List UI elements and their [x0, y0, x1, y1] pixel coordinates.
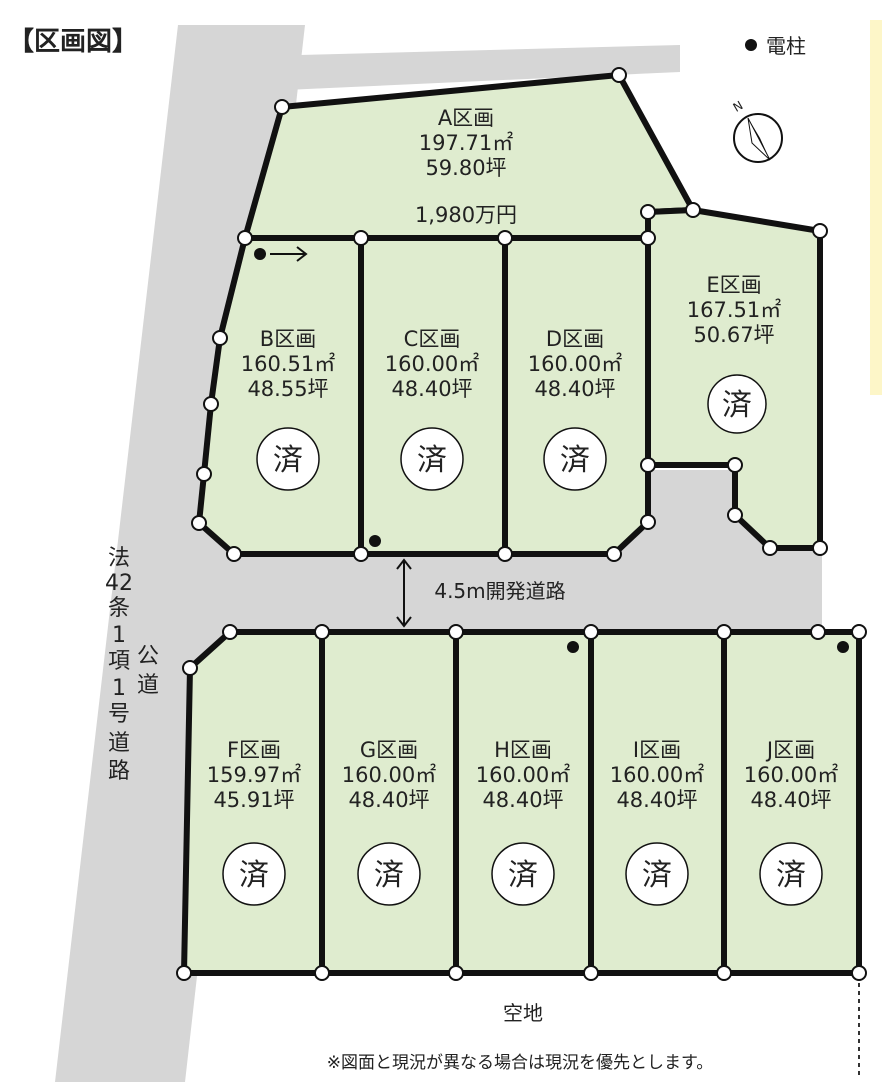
lot-e-area: 167.51㎡ [687, 298, 781, 322]
compass-north-label: N [731, 98, 746, 115]
sold-badge [222, 842, 286, 906]
footnote: ※図面と現況が異なる場合は現況を優先とします。 [327, 1053, 714, 1073]
page-title: 【区画図】 [8, 27, 138, 57]
lot-f-tsubo: 45.91坪 [213, 788, 294, 812]
lot-g-name: G区画 [360, 738, 418, 762]
sold-badge [707, 374, 767, 434]
lot-a-name: A区画 [438, 106, 494, 130]
lot-c-tsubo: 48.40坪 [391, 377, 472, 401]
lot-h-tsubo: 48.40坪 [482, 788, 563, 812]
vacant-land-label: 空地 [503, 1001, 543, 1025]
utility-pole [837, 641, 849, 653]
accent-strip [870, 20, 882, 395]
lot-d-name: D区画 [546, 327, 604, 351]
svg-text:法: 法 [108, 546, 130, 571]
road-width-arrow-icon [396, 558, 412, 628]
lot-f[interactable] [181, 629, 325, 976]
lot-e-name: E区画 [706, 273, 761, 297]
lot-g-tsubo: 48.40坪 [348, 788, 429, 812]
utility-pole [369, 535, 381, 547]
utility-pole [254, 248, 266, 260]
svg-text:道: 道 [137, 673, 159, 698]
sold-badge [256, 427, 320, 491]
lot-f-area: 159.97㎡ [207, 763, 301, 787]
svg-text:公: 公 [137, 644, 159, 669]
lot-b-area: 160.51㎡ [241, 352, 335, 376]
svg-text:1: 1 [112, 623, 126, 648]
lot-b-name: B区画 [260, 327, 316, 351]
lot-c-name: C区画 [404, 327, 461, 351]
svg-text:路: 路 [108, 759, 130, 784]
svg-text:42: 42 [105, 571, 133, 596]
svg-text:1: 1 [112, 676, 126, 701]
sold-mark: 済 [642, 858, 672, 893]
development-road-label: 4.5m開発道路 [434, 579, 565, 603]
public-road-label: 法 42 条 1 項 1 号 道 路 公 道 [105, 546, 159, 784]
sold-badge [357, 842, 421, 906]
lot-j-tsubo: 48.40坪 [750, 788, 831, 812]
sold-mark: 済 [776, 858, 806, 893]
lot-d[interactable] [502, 235, 651, 557]
lot-i-name: I区画 [633, 738, 681, 762]
lot-j-area: 160.00㎡ [744, 763, 838, 787]
sold-mark: 済 [508, 858, 538, 893]
lot-a-area: 197.71㎡ [419, 131, 513, 155]
sold-mark: 済 [722, 388, 752, 423]
sold-mark: 済 [560, 443, 590, 478]
sold-badge [759, 842, 823, 906]
svg-text:条: 条 [108, 596, 130, 621]
lot-j-name: J区画 [765, 738, 815, 762]
boundary-markers [176, 67, 867, 981]
sold-badge [491, 842, 555, 906]
lot-i-area: 160.00㎡ [610, 763, 704, 787]
sold-badge [625, 842, 689, 906]
lot-i-tsubo: 48.40坪 [616, 788, 697, 812]
lot-h-area: 160.00㎡ [476, 763, 570, 787]
legend-pole-icon [745, 39, 757, 51]
lot-f-name: F区画 [227, 738, 281, 762]
lot-c-area: 160.00㎡ [385, 352, 479, 376]
lot-a-tsubo: 59.80坪 [425, 156, 506, 180]
lot-e-tsubo: 50.67坪 [693, 323, 774, 347]
sold-mark: 済 [239, 858, 269, 893]
lot-d-area: 160.00㎡ [528, 352, 622, 376]
svg-text:道: 道 [108, 731, 130, 756]
lot-a-price: 1,980万円 [415, 203, 517, 227]
sold-badge [543, 427, 607, 491]
utility-pole [567, 641, 579, 653]
lot-d-tsubo: 48.40坪 [534, 377, 615, 401]
compass-icon: N [731, 98, 783, 163]
sold-badge [400, 427, 464, 491]
right-arrow-icon [270, 246, 308, 262]
legend-label: 電柱 [766, 34, 806, 58]
top-road [285, 45, 680, 90]
lot-b-tsubo: 48.55坪 [247, 377, 328, 401]
lot-g-area: 160.00㎡ [342, 763, 436, 787]
sold-mark: 済 [273, 443, 303, 478]
sold-mark: 済 [417, 443, 447, 478]
svg-text:項: 項 [108, 649, 130, 674]
lot-h-name: H区画 [494, 738, 552, 762]
sold-mark: 済 [374, 858, 404, 893]
svg-text:号: 号 [108, 702, 130, 727]
